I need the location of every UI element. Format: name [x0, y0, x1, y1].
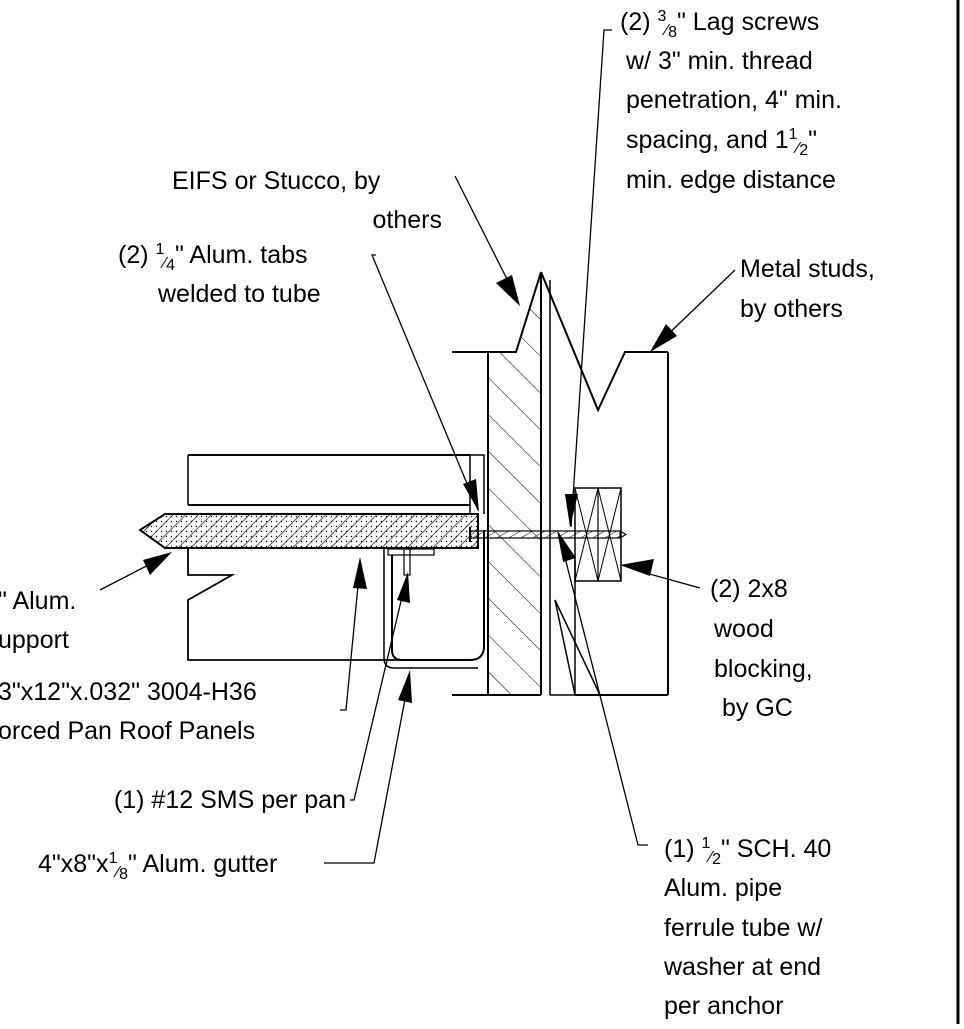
callout-ferrule: (1) 1⁄2" SCH. 40 Alum. pipe ferrule tube… — [663, 835, 831, 1020]
svg-text:3"x12"x.032" 3004-H36: 3"x12"x.032" 3004-H36 — [0, 678, 257, 706]
svg-text:penetration, 4" min.: penetration, 4" min. — [626, 86, 842, 114]
gutter — [187, 530, 485, 669]
svg-text:welded to tube: welded to tube — [157, 280, 321, 308]
callout-wood-blocking: (2) 2x8 wood blocking, by GC — [710, 575, 813, 722]
svg-text:others: others — [373, 206, 442, 234]
metal-studs — [540, 271, 669, 696]
svg-text:(1) 1⁄2" SCH. 40: (1) 1⁄2" SCH. 40 — [664, 835, 831, 868]
callout-metal-studs: Metal studs, by others — [740, 255, 875, 323]
svg-text:(2) 2x8: (2) 2x8 — [710, 575, 788, 603]
callout-gutter: 4"x8"x1⁄8" Alum. gutter — [38, 850, 277, 883]
wall-sheathing — [452, 271, 551, 696]
callout-sms: (1) #12 SMS per pan — [114, 786, 346, 814]
callout-eifs: EIFS or Stucco, by others — [172, 167, 442, 234]
arrowheads — [143, 275, 677, 703]
leader-lines — [99, 29, 736, 864]
callout-alum-support: " Alum. upport — [0, 587, 76, 654]
svg-text:Alum. pipe: Alum. pipe — [664, 874, 782, 902]
svg-text:Metal studs,: Metal studs, — [740, 255, 875, 283]
svg-text:by others: by others — [740, 295, 843, 323]
callout-roof-panels: 3"x12"x.032" 3004-H36 orced Pan Roof Pan… — [0, 678, 257, 745]
svg-text:min. edge distance: min. edge distance — [626, 166, 836, 194]
svg-text:(2) 3⁄8" Lag screws: (2) 3⁄8" Lag screws — [620, 8, 819, 41]
svg-text:(1) #12 SMS per pan: (1) #12 SMS per pan — [114, 786, 346, 814]
svg-text:wood: wood — [713, 615, 774, 643]
svg-text:(2) 1⁄4" Alum. tabs: (2) 1⁄4" Alum. tabs — [118, 241, 308, 274]
svg-text:" Alum.: " Alum. — [0, 587, 76, 615]
callout-lag-screws: (2) 3⁄8" Lag screws w/ 3" min. thread pe… — [620, 8, 842, 194]
svg-text:per anchor: per anchor — [664, 992, 784, 1020]
svg-text:by GC: by GC — [722, 694, 793, 722]
svg-text:ferrule tube w/: ferrule tube w/ — [664, 914, 822, 942]
svg-text:blocking,: blocking, — [714, 655, 813, 683]
svg-text:spacing, and 11⁄2": spacing, and 11⁄2" — [626, 126, 817, 159]
lag-screw — [469, 527, 628, 542]
svg-text:EIFS or Stucco, by: EIFS or Stucco, by — [172, 167, 381, 195]
svg-text:washer at end: washer at end — [663, 953, 821, 981]
svg-text:w/ 3" min. thread: w/ 3" min. thread — [625, 47, 813, 75]
roof-beam-lines — [187, 454, 485, 514]
roof-panel — [138, 513, 479, 549]
svg-text:upport: upport — [0, 626, 69, 654]
svg-text:orced Pan Roof Panels: orced Pan Roof Panels — [0, 717, 255, 745]
callout-alum-tabs: (2) 1⁄4" Alum. tabs welded to tube — [118, 241, 321, 308]
svg-text:4"x8"x1⁄8" Alum. gutter: 4"x8"x1⁄8" Alum. gutter — [38, 850, 277, 883]
